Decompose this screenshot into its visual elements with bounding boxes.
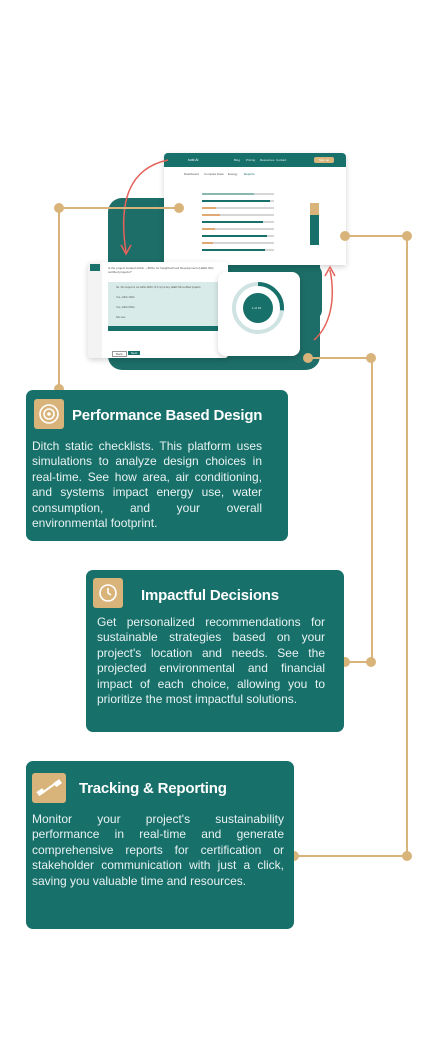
nav-item-blog[interactable]: Blog bbox=[234, 158, 241, 162]
bar-chart-panel bbox=[180, 183, 285, 263]
feature-description: Ditch static checklists. This platform u… bbox=[32, 439, 262, 531]
feature-title: Performance Based Design bbox=[72, 407, 263, 424]
connector-dot bbox=[289, 851, 299, 861]
question-text: Is the project located within ~ 800m for… bbox=[108, 266, 214, 274]
nav-item-resources[interactable]: Resources bbox=[260, 158, 275, 162]
dashboard-tabs: Dashboard Compare Data Energy Reports bbox=[184, 172, 334, 178]
progress-gauge bbox=[232, 282, 284, 334]
connector-dot bbox=[366, 353, 376, 363]
option-4[interactable]: Not sure bbox=[116, 316, 126, 319]
question-sidebar bbox=[88, 262, 102, 358]
connector-dot bbox=[54, 203, 64, 213]
clock-icon bbox=[93, 578, 123, 608]
feature-title: Impactful Decisions bbox=[141, 587, 279, 604]
connector-dot bbox=[303, 353, 313, 363]
tab-energy[interactable]: Energy bbox=[228, 172, 238, 176]
next-button[interactable]: Next bbox=[128, 351, 141, 355]
tab-reports[interactable]: Reports bbox=[244, 172, 255, 176]
option-1[interactable]: No, this project is not within 800m (0.5… bbox=[116, 286, 201, 289]
option-2[interactable]: Yes, within 400m bbox=[116, 296, 135, 299]
connector-dot bbox=[174, 203, 184, 213]
vertical-bar bbox=[310, 203, 319, 245]
app-logo: sust AI bbox=[188, 158, 199, 162]
connector-dot bbox=[340, 231, 350, 241]
connector-dot bbox=[340, 657, 350, 667]
feature-card-impactful: Impactful Decisions Get personalized rec… bbox=[86, 570, 344, 732]
connector-dot bbox=[366, 657, 376, 667]
options-panel: No, this project is not within 800m (0.5… bbox=[108, 282, 222, 326]
nav-item-pricing[interactable]: Pricing bbox=[246, 158, 256, 162]
feature-description: Get personalized recommendations for sus… bbox=[97, 615, 325, 707]
signup-button[interactable]: Sign up bbox=[314, 157, 335, 163]
dashboard-topbar: sust AI Blog Pricing Resources Contact S… bbox=[164, 153, 346, 167]
feature-description: Monitor your project's sustainability pe… bbox=[32, 812, 284, 888]
connector-dot bbox=[402, 231, 412, 241]
target-icon bbox=[34, 399, 64, 429]
teal-strip bbox=[108, 326, 222, 331]
connector-dot bbox=[402, 851, 412, 861]
gauge-window: 1 of 16 bbox=[218, 272, 300, 356]
connector-dot bbox=[54, 384, 64, 394]
dumbbell-icon bbox=[32, 773, 66, 803]
nav-item-contact[interactable]: Contact bbox=[276, 158, 287, 162]
back-button[interactable]: Back bbox=[112, 351, 127, 357]
questionnaire-window: Is the project located within ~ 800m for… bbox=[88, 262, 228, 358]
tab-compare-data[interactable]: Compare Data bbox=[204, 172, 224, 176]
option-3[interactable]: Yes, within 800m bbox=[116, 306, 135, 309]
flow-arrows bbox=[120, 159, 336, 341]
gauge-label: 1 of 16 bbox=[252, 306, 262, 310]
tab-dashboard[interactable]: Dashboard bbox=[184, 172, 199, 176]
feature-card-performance: Performance Based Design Ditch static ch… bbox=[26, 390, 288, 541]
dashboard-window: sust AI Blog Pricing Resources Contact S… bbox=[164, 153, 346, 265]
feature-card-tracking: Tracking & Reporting Monitor your projec… bbox=[26, 761, 294, 929]
arrow-right-icon bbox=[313, 269, 333, 341]
arrow-left-icon bbox=[122, 159, 169, 253]
feature-title: Tracking & Reporting bbox=[79, 780, 227, 797]
